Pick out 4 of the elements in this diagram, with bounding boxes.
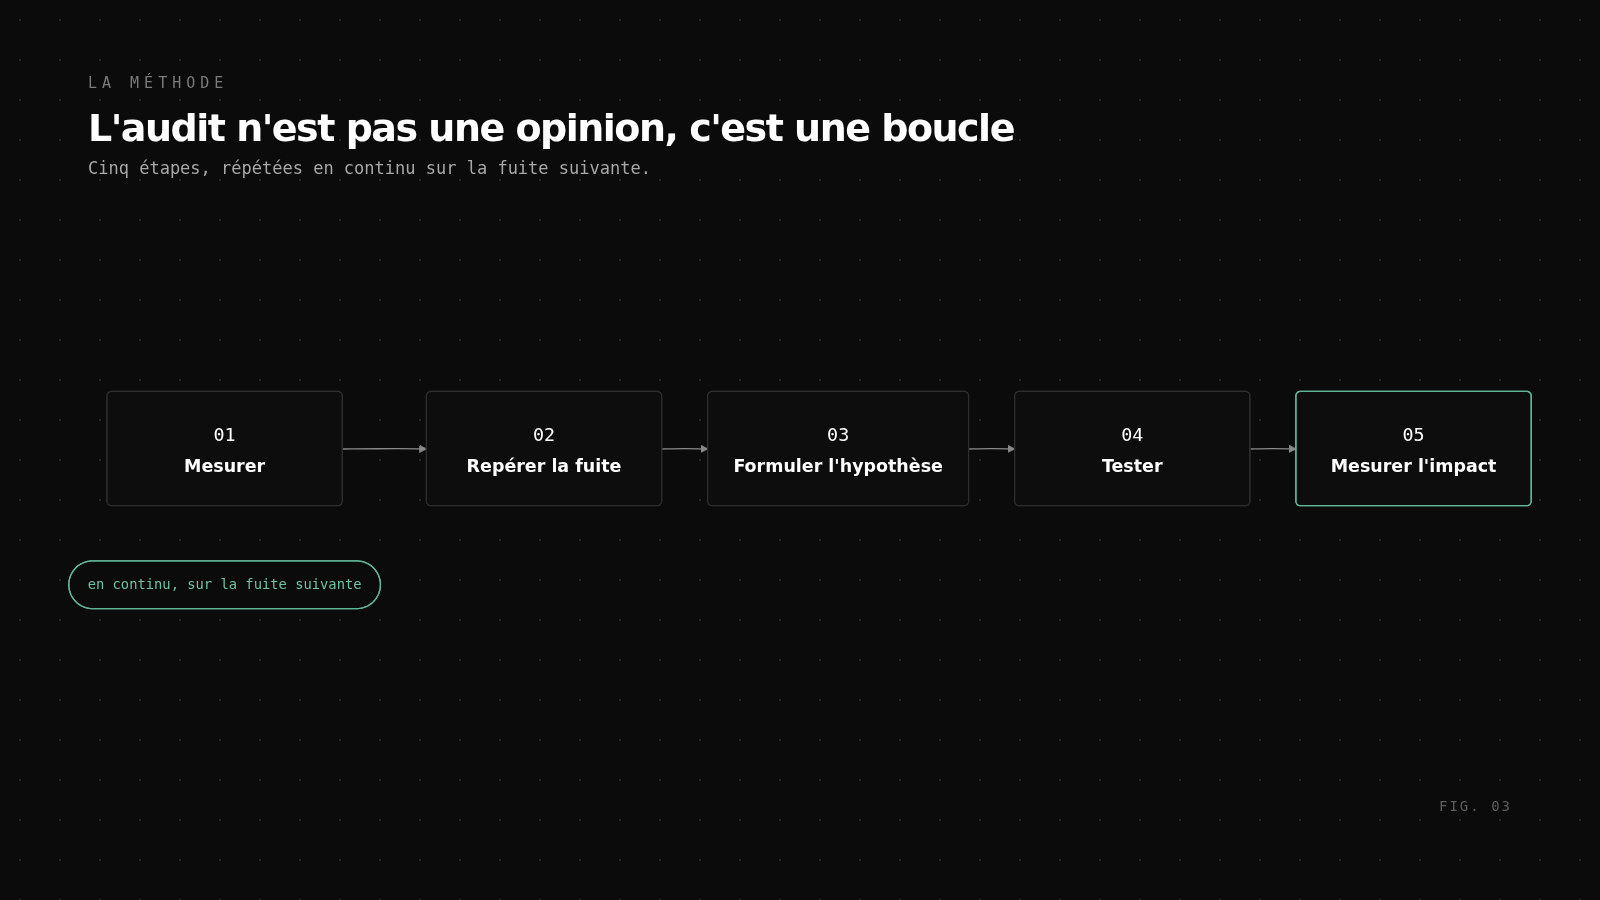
subtitle: Cinq étapes, répétées en continu sur la fuite suivante. [88,158,651,178]
eyebrow-label: LA MÉTHODE [88,74,229,92]
title: L'audit n'est pas une opinion, c'est une boucle [88,106,1014,150]
figure-number: FIG. 03 [1439,798,1512,814]
